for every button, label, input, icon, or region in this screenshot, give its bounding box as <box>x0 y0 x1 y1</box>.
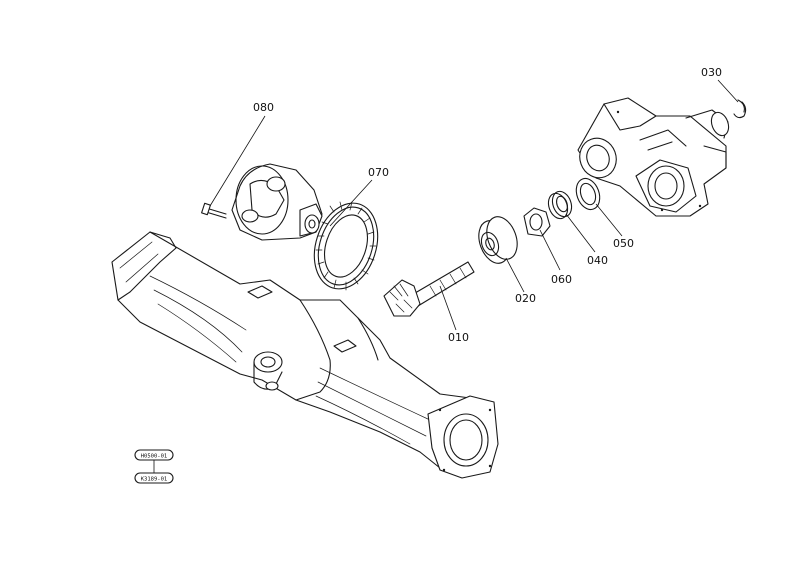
axle-housing <box>111 231 499 479</box>
nut <box>523 207 551 237</box>
callout-080: 080 <box>253 101 274 114</box>
callout-030: 030 <box>701 66 722 79</box>
stamp-bottom-badge <box>134 472 174 484</box>
gear-case <box>577 97 730 217</box>
pinion-shaft <box>383 261 475 317</box>
callout-020: 020 <box>515 292 536 305</box>
callout-010: 010 <box>448 331 469 344</box>
stamp-bottom-text: K3189-01 <box>141 477 168 483</box>
reference-stamp: H0500-01 K3189-01 <box>134 449 174 484</box>
o-ring <box>575 177 601 211</box>
bearing <box>478 216 518 264</box>
callout-060: 060 <box>551 273 572 286</box>
ring-gear <box>313 201 379 291</box>
callout-040: 040 <box>587 254 608 267</box>
seal <box>547 190 573 220</box>
circlip <box>733 99 747 119</box>
stamp-top-text: H0500-01 <box>141 454 168 460</box>
callout-070: 070 <box>368 166 389 179</box>
leader-lines <box>209 79 739 331</box>
callout-050: 050 <box>613 237 634 250</box>
differential-case <box>201 163 323 241</box>
